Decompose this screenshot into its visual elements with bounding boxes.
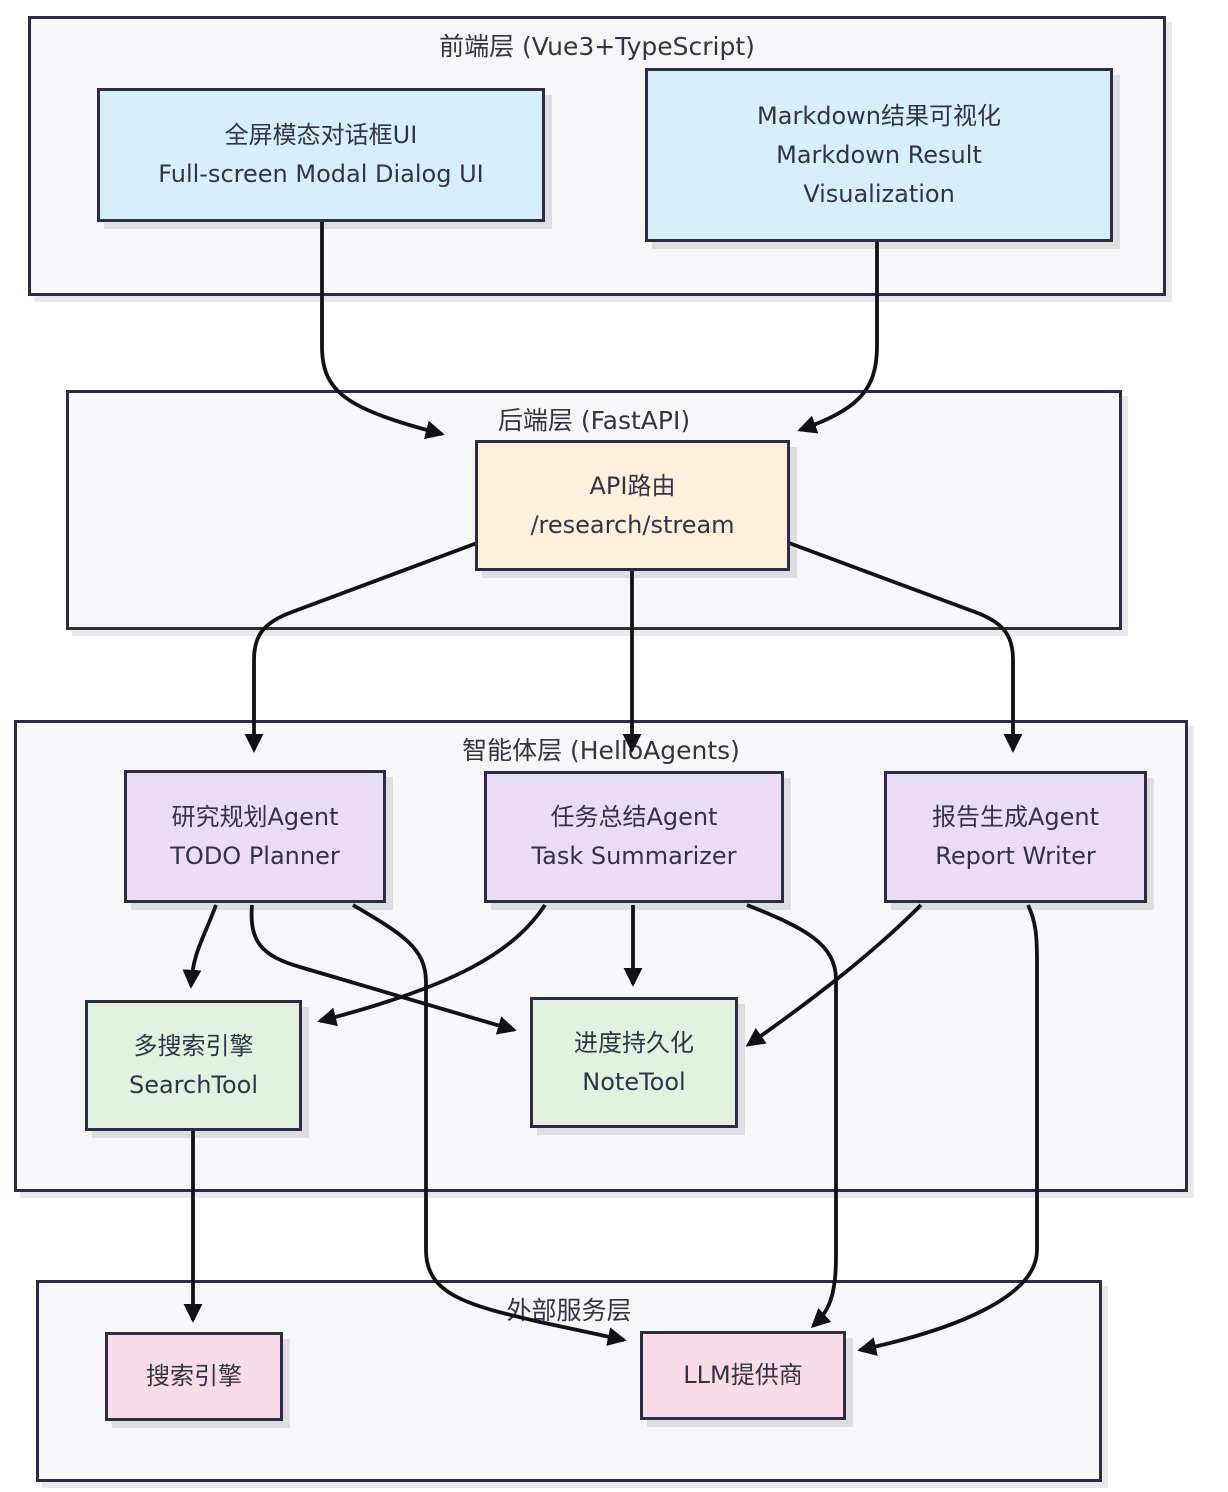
node-todo-planner: 研究规划Agent TODO Planner — [124, 770, 386, 903]
node-planner-line2: TODO Planner — [170, 841, 340, 870]
node-modal-ui: 全屏模态对话框UI Full-screen Modal Dialog UI — [97, 88, 545, 222]
edge-markdown-viz-to-api-route — [797, 242, 879, 434]
edge-api-route-to-report-writer — [788, 541, 1023, 753]
edge-todo-planner-to-note-tool — [249, 904, 517, 1035]
node-note-tool: 进度持久化 NoteTool — [530, 997, 738, 1128]
layer-backend-title: 后端层 (FastAPI) — [497, 406, 691, 435]
node-summarizer-line1: 任务总结Agent — [550, 803, 718, 831]
node-task-summarizer: 任务总结Agent Task Summarizer — [484, 771, 784, 903]
node-searchtool-line1: 多搜索引擎 — [133, 1031, 254, 1060]
node-report-writer: 报告生成Agent Report Writer — [884, 771, 1147, 903]
node-engine-line1: 搜索引擎 — [146, 1362, 242, 1390]
edge-report-writer-to-note-tool — [745, 903, 923, 1047]
edge-api-route-to-todo-planner — [244, 541, 478, 753]
node-search-engine: 搜索引擎 — [105, 1332, 283, 1421]
node-summarizer-line2: Task Summarizer — [531, 842, 737, 870]
node-searchtool-line2: SearchTool — [128, 1070, 259, 1099]
node-markdown-line1: Markdown结果可视化 — [757, 101, 1001, 130]
node-writer-line1: 报告生成Agent — [931, 803, 1100, 831]
node-modal-ui-line2: Full-screen Modal Dialog UI — [158, 160, 484, 188]
layer-frontend-title: 前端层 (Vue3+TypeScript) — [439, 32, 755, 61]
node-markdown-line3: Visualization — [803, 179, 955, 208]
node-api-line1: API路由 — [589, 471, 676, 500]
edge-todo-planner-to-search-tool — [182, 904, 218, 989]
node-writer-line2: Report Writer — [935, 842, 1096, 870]
edge-task-summarizer-to-llm-provider — [746, 903, 838, 1328]
edge-todo-planner-to-llm-provider — [352, 903, 627, 1346]
node-api-line2: /research/stream — [530, 510, 735, 539]
node-markdown-visualization: Markdown结果可视化 Markdown Result Visualizat… — [645, 68, 1113, 242]
node-llm-line1: LLM提供商 — [683, 1361, 803, 1389]
node-llm-provider: LLM提供商 — [640, 1331, 846, 1420]
edge-task-summarizer-to-search-tool — [317, 903, 547, 1027]
node-notetool-line1: 进度持久化 — [574, 1028, 694, 1057]
node-modal-ui-line1: 全屏模态对话框UI — [224, 121, 418, 149]
edge-report-writer-to-llm-provider — [857, 904, 1039, 1356]
node-notetool-line2: NoteTool — [582, 1067, 686, 1096]
node-markdown-line2: Markdown Result — [776, 140, 982, 169]
edge-modal-ui-to-api-route — [320, 222, 445, 440]
node-search-tool: 多搜索引擎 SearchTool — [85, 1000, 302, 1131]
node-planner-line1: 研究规划Agent — [171, 802, 339, 831]
node-api-route: API路由 /research/stream — [475, 440, 790, 571]
layer-agents-title: 智能体层 (HelloAgents) — [462, 736, 740, 765]
